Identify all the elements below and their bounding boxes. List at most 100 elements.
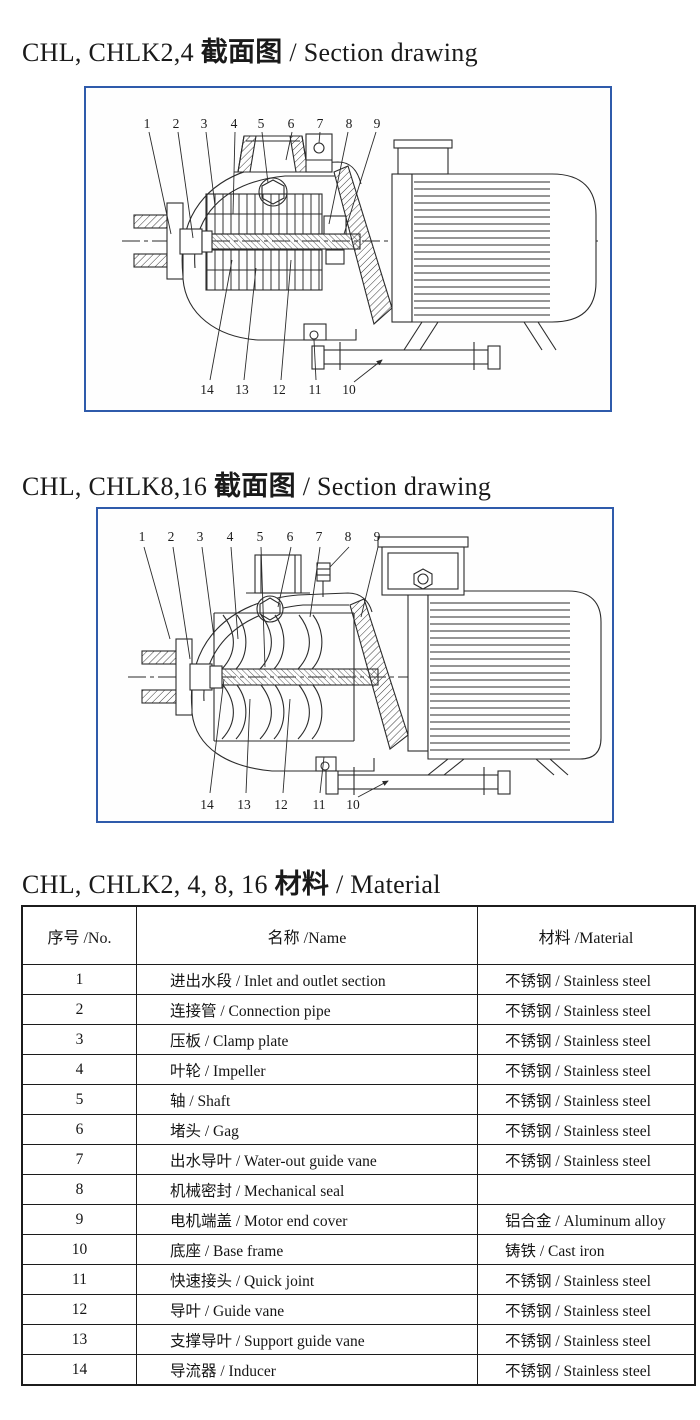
pump-section-2-linework	[128, 536, 602, 798]
callout-number: 14	[200, 382, 214, 397]
section1-title-en: / Section drawing	[282, 38, 478, 67]
cell-material: 不锈钢 / Stainless steel	[477, 1084, 696, 1115]
callout-number: 1	[144, 116, 151, 131]
inlet-pipe-wall	[133, 253, 168, 268]
base-frame	[337, 774, 499, 790]
cell-no: 4	[21, 1054, 137, 1085]
inlet-pipe-wall	[141, 650, 177, 665]
cell-no: 9	[21, 1204, 137, 1235]
cell-material: 不锈钢 / Stainless steel	[477, 1144, 696, 1175]
cell-no: 10	[21, 1234, 137, 1265]
callout-number: 14	[200, 797, 214, 812]
callout-number: 7	[316, 529, 323, 544]
header-no: 序号 /No.	[21, 905, 137, 965]
cell-material: 不锈钢 / Stainless steel	[477, 1024, 696, 1055]
mechanical-seal	[323, 215, 347, 235]
shaft	[187, 233, 361, 250]
callout-number: 4	[231, 116, 238, 131]
callout-number: 10	[342, 382, 356, 397]
cell-name: 出水导叶 / Water-out guide vane	[136, 1144, 478, 1175]
material-table-header: 序号 /No. 名称 /Name 材料 /Material	[21, 905, 696, 965]
material-title: CHL, CHLK2, 4, 8, 16 材料 / Material	[22, 862, 441, 901]
cell-material: 不锈钢 / Stainless steel	[477, 1114, 696, 1145]
section1-title-model: CHL, CHLK2,4	[22, 38, 201, 67]
callout-number: 10	[346, 797, 360, 812]
terminal-box	[397, 147, 449, 175]
cell-no: 7	[21, 1144, 137, 1175]
cell-name: 机械密封 / Mechanical seal	[136, 1174, 478, 1205]
cell-material	[477, 1174, 696, 1205]
cell-no: 1	[21, 964, 137, 995]
cell-name: 连接管 / Connection pipe	[136, 994, 478, 1025]
cell-material: 不锈钢 / Stainless steel	[477, 994, 696, 1025]
cell-no: 6	[21, 1114, 137, 1145]
material-title-cjk: 材料	[274, 869, 330, 899]
callout-number: 11	[309, 382, 322, 397]
cell-material: 不锈钢 / Stainless steel	[477, 1264, 696, 1295]
callout-number: 12	[274, 797, 288, 812]
callout-number: 4	[227, 529, 234, 544]
leader-lines-top	[148, 131, 377, 239]
section2-title: CHL, CHLK8,16 截面图 / Section drawing	[22, 464, 491, 503]
motor-end-cover	[391, 173, 413, 323]
header-material: 材料 /Material	[477, 905, 696, 965]
callout-number: 8	[346, 116, 353, 131]
cell-name: 电机端盖 / Motor end cover	[136, 1204, 478, 1235]
bottom-joint	[315, 756, 337, 772]
section2-title-cjk: 截面图	[213, 471, 296, 501]
motor-fins	[414, 180, 550, 320]
bottom-joint	[303, 323, 327, 341]
motor-end-cover	[407, 590, 429, 752]
leader-lines-bottom	[209, 678, 389, 798]
cell-name: 导叶 / Guide vane	[136, 1294, 478, 1325]
cell-material: 铸铁 / Cast iron	[477, 1234, 696, 1265]
inlet-pipe-wall	[133, 214, 168, 229]
cell-name: 轴 / Shaft	[136, 1084, 478, 1115]
material-title-model: CHL, CHLK2, 4, 8, 16	[22, 870, 275, 899]
callout-number: 1	[139, 529, 146, 544]
cell-name: 支撑导叶 / Support guide vane	[136, 1324, 478, 1355]
section1-title-cjk: 截面图	[200, 37, 283, 67]
cell-no: 5	[21, 1084, 137, 1115]
cell-name: 导流器 / Inducer	[136, 1354, 478, 1386]
cell-name: 压板 / Clamp plate	[136, 1024, 478, 1055]
cell-material: 不锈钢 / Stainless steel	[477, 1294, 696, 1325]
callout-number: 9	[374, 116, 381, 131]
cell-name: 堵头 / Gag	[136, 1114, 478, 1145]
callout-number: 6	[288, 116, 295, 131]
cell-name: 叶轮 / Impeller	[136, 1054, 478, 1085]
cell-name: 进出水段 / Inlet and outlet section	[136, 964, 478, 995]
cell-material: 不锈钢 / Stainless steel	[477, 964, 696, 995]
callout-number: 5	[257, 529, 264, 544]
cell-name: 快速接头 / Quick joint	[136, 1264, 478, 1295]
leader-lines-bottom	[209, 259, 383, 383]
callout-number: 13	[235, 382, 249, 397]
callout-number: 3	[201, 116, 208, 131]
callout-number: 6	[287, 529, 294, 544]
cell-name: 底座 / Base frame	[136, 1234, 478, 1265]
callout-number: 7	[317, 116, 324, 131]
section2-title-en: / Section drawing	[295, 472, 492, 501]
base-frame	[323, 349, 489, 365]
